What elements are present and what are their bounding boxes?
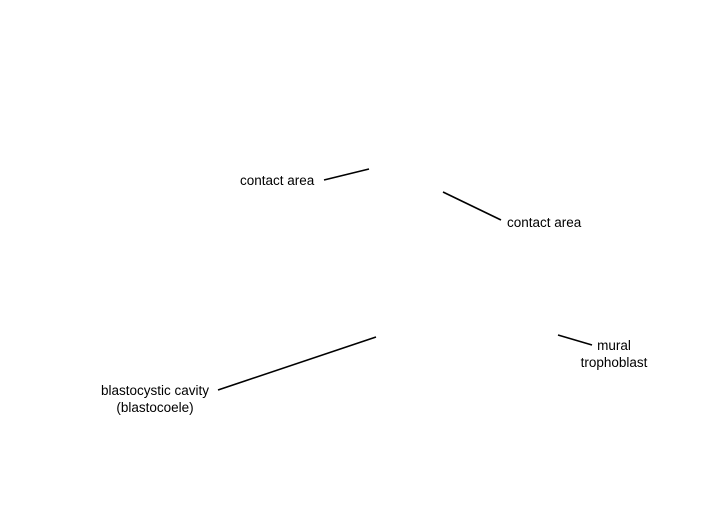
label-blastocystic-cavity-line-2: (blastocoele) (116, 400, 194, 415)
leader-line-contact-area-left (323, 168, 370, 181)
label-blastocystic-cavity-line-1: blastocystic cavity (100, 383, 210, 398)
label-mural-trophoblast: mural trophoblast (571, 337, 657, 371)
label-contact-area-right: contact area (507, 215, 582, 230)
label-mural-trophoblast-line-2: trophoblast (580, 355, 648, 370)
leader-line-blastocystic-cavity (217, 336, 377, 391)
label-blastocystic-cavity: blastocystic cavity (blastocoele) (88, 382, 222, 416)
label-contact-area-left: contact area (240, 173, 315, 188)
leader-line-mural-trophoblast (557, 334, 593, 346)
label-mural-trophoblast-line-1: mural (597, 338, 631, 353)
leader-line-contact-area-right (442, 191, 502, 221)
